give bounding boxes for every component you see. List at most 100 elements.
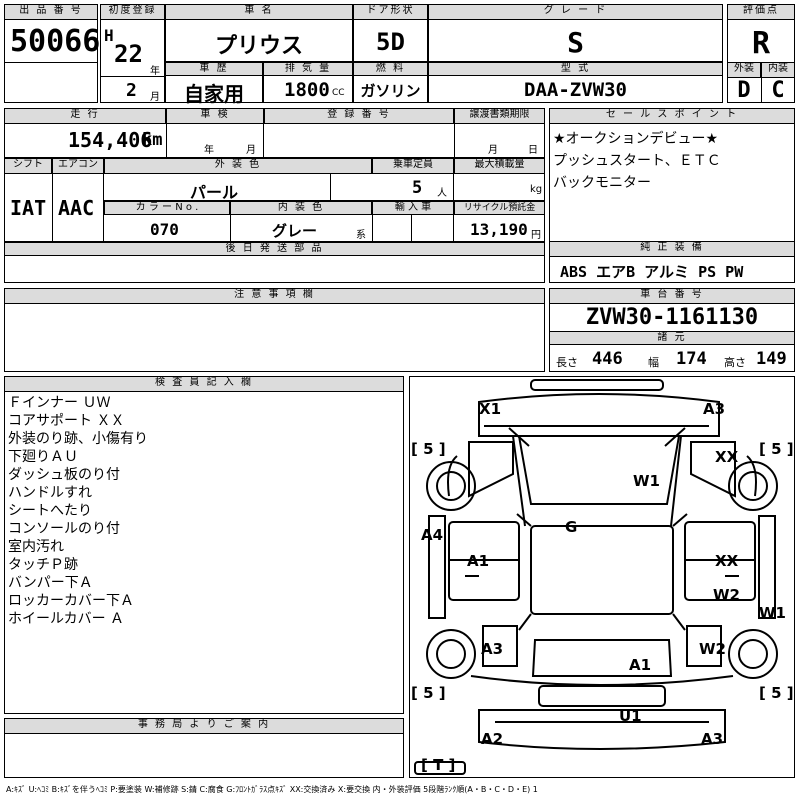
displacement-header: 排 気 量 xyxy=(263,62,353,76)
mark-a3-left: A3 xyxy=(481,640,503,658)
recycle-value: 13,190 xyxy=(470,220,528,239)
mark-xx-door: XX xyxy=(715,552,739,570)
chassis-value: ZVW30-1161130 xyxy=(585,305,759,330)
note-line: コンソールのり付 xyxy=(8,521,120,537)
note-line: ホイールカバー Ａ xyxy=(8,611,125,627)
transfer-divider xyxy=(454,124,455,158)
note-line: コアサポート ＸＸ xyxy=(8,413,125,429)
kei-label: 系 xyxy=(356,230,366,241)
model-header: 型 式 xyxy=(428,62,723,76)
history-header: 車 歴 xyxy=(165,62,263,76)
cautions-header: 注 意 事 項 欄 xyxy=(4,288,545,304)
mark-w1-side: W1 xyxy=(759,604,786,622)
note-line: 外装のり跡、小傷有り xyxy=(8,431,148,447)
mark-a4: A4 xyxy=(421,526,443,544)
aircon-cell xyxy=(52,174,104,242)
exterior-header: 外装 xyxy=(727,62,761,78)
later-parts-header: 後 日 発 送 部 品 xyxy=(4,242,545,256)
ins-month-label: 月 xyxy=(246,145,256,156)
fuel-value: ガソリン xyxy=(360,82,421,100)
import-cell xyxy=(372,215,412,242)
ext-color-header: 外 装 色 xyxy=(104,158,372,174)
note-line: Ｆインナー ＵＷ xyxy=(8,395,111,411)
model-value: DAA-ZVW30 xyxy=(524,79,627,101)
displacement-value: 1800 xyxy=(284,79,330,101)
mileage-value: 154,406 xyxy=(68,128,153,152)
width-label: 幅 xyxy=(648,356,659,369)
sales-point-line: バックモニター xyxy=(553,175,651,191)
inspection-cell xyxy=(166,124,264,158)
mileage-header: 走 行 xyxy=(4,108,166,124)
exterior-value: D xyxy=(737,78,751,103)
lot-number: 50066 xyxy=(10,24,101,59)
persons-label: 人 xyxy=(437,188,447,199)
cc-label: CC xyxy=(332,88,345,98)
car-diagram: X1 A3 W1 XX G A4 A1 XX W2 W1 A3 W2 A1 U1… xyxy=(411,379,794,775)
mark-a3-top: A3 xyxy=(703,400,725,418)
aircon-header: エアコン xyxy=(52,158,104,174)
doors-header: ドア形状 xyxy=(353,4,428,20)
doors-value: 5D xyxy=(376,28,405,56)
mark-u1: U1 xyxy=(619,707,642,725)
int-color-cell xyxy=(230,215,454,242)
note-line: バンパー下Ａ xyxy=(8,575,93,591)
month-label: 月 xyxy=(150,92,160,103)
sales-points: ★オークションデビュー★ プッシュスタート、ＥＴＣ バックモニター xyxy=(553,128,793,194)
height-value: 149 xyxy=(756,349,787,369)
int-color-value: グレー xyxy=(272,222,318,240)
lot-header: 出 品 番 号 xyxy=(4,4,98,20)
note-line: シートへたり xyxy=(8,503,92,519)
specs-header: 諸 元 xyxy=(549,331,795,345)
height-label: 高さ xyxy=(724,356,746,369)
capacity-cell xyxy=(330,174,454,200)
regno-header: 登 録 番 号 xyxy=(264,108,454,124)
month-value: 2 xyxy=(126,80,137,101)
maxload-header: 最大積載量 xyxy=(454,158,545,174)
legend: A:ｷｽﾞ U:ﾍｺﾐ B:ｷｽﾞを伴うﾍｺﾐ P:要塗装 W:補修跡 S:錆 … xyxy=(6,785,538,794)
car-name-header: 車 名 xyxy=(165,4,353,20)
diagram-box xyxy=(409,376,795,778)
mark-w2-right: W2 xyxy=(699,640,726,658)
km-label: km xyxy=(142,130,163,150)
mark-a1-left: A1 xyxy=(467,552,489,570)
capacity-value: 5 xyxy=(412,178,423,198)
note-line: ダッシュ板のり付 xyxy=(8,467,120,483)
month-divider xyxy=(100,76,165,103)
first-reg-header: 初度登録 xyxy=(100,4,165,20)
yen-label: 円 xyxy=(531,230,541,241)
year-label: 年 xyxy=(150,66,160,77)
inspector-notes: Ｆインナー ＵＷ コアサポート ＸＸ 外装のり跡、小傷有り 下廻りＡＵ ダッシュ… xyxy=(8,394,148,628)
kg-label: kg xyxy=(530,184,543,195)
int-color-header: 内 装 色 xyxy=(230,201,372,215)
trans-day-label: 日 xyxy=(528,145,538,156)
mark-x1: X1 xyxy=(479,400,501,418)
mark-w1-hood: W1 xyxy=(633,472,660,490)
tire-front-left: [ 5 ] xyxy=(411,440,446,458)
tire-rear-right: [ 5 ] xyxy=(759,684,794,702)
grade-value: S xyxy=(567,26,584,59)
sales-point-line: ★オークションデビュー★ xyxy=(553,131,719,147)
import-header: 輸 入 車 xyxy=(372,201,454,215)
recycle-header: リサイクル預託金 xyxy=(454,201,545,215)
history-value: 自家用 xyxy=(184,82,244,106)
note-line: 下廻りＡＵ xyxy=(8,449,78,465)
mark-a1-trunk: A1 xyxy=(629,656,651,674)
ext-color-value: パール xyxy=(190,183,239,202)
tire-front-right: [ 5 ] xyxy=(759,440,794,458)
spare-tire: [ T ] xyxy=(421,756,455,774)
interior-header: 内装 xyxy=(761,62,795,78)
note-line: ロッカーカバー下Ａ xyxy=(8,593,134,609)
note-line: ハンドルすれ xyxy=(8,485,92,501)
fuel-header: 燃 料 xyxy=(353,62,428,76)
equipment-value: ABS エアB アルミ PS PW xyxy=(560,263,744,281)
genuine-header: 純 正 装 備 xyxy=(549,241,795,257)
score-header: 評価点 xyxy=(727,4,795,20)
mark-xx-right: XX xyxy=(715,448,739,466)
grade-header: グ レ ー ド xyxy=(428,4,723,20)
shift-header: シフト xyxy=(4,158,52,174)
transfer-header: 譲渡書類期限 xyxy=(454,108,545,124)
year-value: 22 xyxy=(114,40,143,68)
row3-divider xyxy=(104,200,545,201)
inspector-header: 検 査 員 記 入 欄 xyxy=(4,376,404,392)
inspection-header: 車 検 xyxy=(166,108,264,124)
